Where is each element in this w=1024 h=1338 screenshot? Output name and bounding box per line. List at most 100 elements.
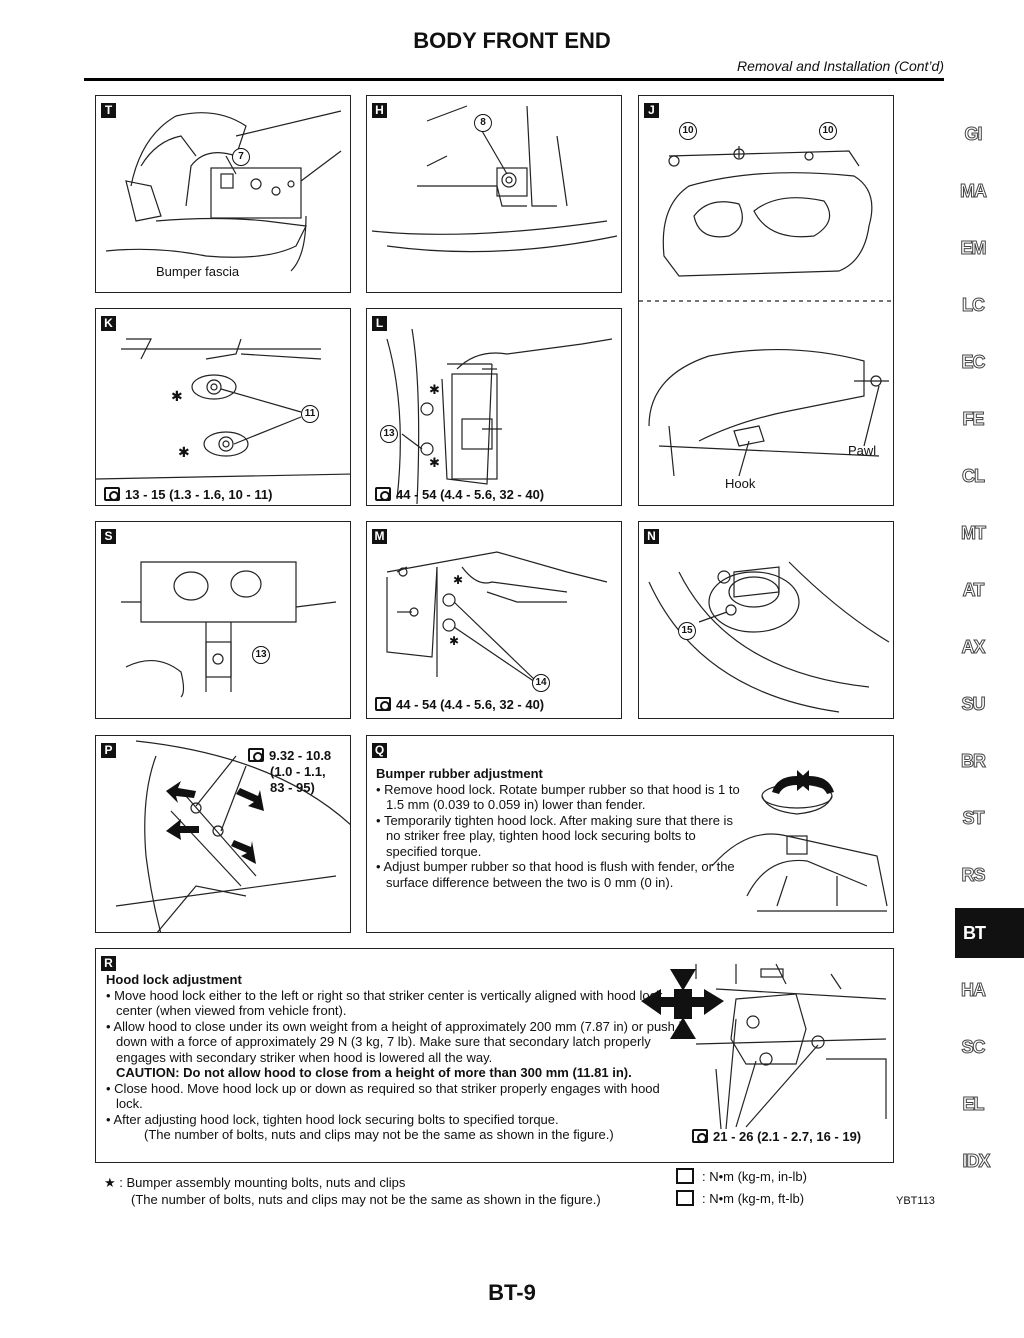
panel-letter: T bbox=[101, 103, 116, 118]
mounting-bracket-illustration: ✱✱ bbox=[386, 551, 608, 683]
sidebar-item-lc[interactable]: LC bbox=[962, 295, 986, 316]
instruction-item: Temporarily tighten hood lock. After mak… bbox=[376, 813, 746, 860]
torque-spec: 44 - 54 (4.4 - 5.6, 32 - 40) bbox=[375, 697, 544, 712]
sidebar-item-st[interactable]: ST bbox=[962, 808, 985, 829]
panel-n: N 15 bbox=[638, 521, 894, 719]
section-heading: Bumper rubber adjustment bbox=[376, 766, 543, 781]
sidebar-item-at[interactable]: AT bbox=[962, 580, 985, 601]
bracket-illustration bbox=[371, 105, 618, 253]
panel-h: H 8 bbox=[366, 95, 622, 293]
sidebar-item-em[interactable]: EM bbox=[960, 238, 987, 259]
torque-wrench-icon bbox=[375, 697, 391, 711]
instruction-item: Adjust bumper rubber so that hood is flu… bbox=[376, 859, 746, 890]
callout-8: 8 bbox=[474, 114, 492, 132]
panel-letter: L bbox=[372, 316, 387, 331]
panel-j: J 10 10 Pawl Hook bbox=[638, 95, 894, 506]
section-heading: Hood lock adjustment bbox=[106, 972, 242, 987]
callout-13: 13 bbox=[252, 646, 270, 664]
sidebar-item-el[interactable]: EL bbox=[962, 1094, 985, 1115]
panel-letter: P bbox=[101, 743, 116, 758]
legend-in-lb: : N•m (kg-m, in-lb) bbox=[676, 1168, 807, 1184]
torque-wrench-icon bbox=[692, 1129, 708, 1143]
star-note: ★ : Bumper assembly mounting bolts, nuts… bbox=[104, 1175, 406, 1190]
callout-7: 7 bbox=[232, 148, 250, 166]
svg-text:✱: ✱ bbox=[449, 634, 459, 648]
callout-14: 14 bbox=[532, 674, 550, 692]
svg-text:✱: ✱ bbox=[178, 444, 190, 460]
sidebar-item-br[interactable]: BR bbox=[961, 751, 987, 772]
instruction-item: Close hood. Move hood lock up or down as… bbox=[106, 1081, 686, 1112]
panel-letter: S bbox=[101, 529, 116, 544]
caution-text: CAUTION: Do not allow hood to close from… bbox=[116, 1065, 632, 1080]
instruction-item: Allow hood to close under its own weight… bbox=[106, 1019, 686, 1066]
sidebar-item-su[interactable]: SU bbox=[961, 694, 986, 715]
callout-11: 11 bbox=[301, 405, 319, 423]
callout-10-right: 10 bbox=[819, 122, 837, 140]
hood-lock-illustration bbox=[641, 963, 887, 1130]
sidebar-item-idx[interactable]: IDX bbox=[962, 1151, 991, 1172]
panel-letter: R bbox=[101, 956, 116, 971]
torque-wrench-icon bbox=[375, 487, 391, 501]
note-text: (The number of bolts, nuts and clips may… bbox=[144, 1127, 614, 1142]
torque-wrench-icon bbox=[248, 748, 264, 762]
pawl-label: Pawl bbox=[848, 443, 877, 458]
panel-k: K ✱✱ 11 13 - 15 (1.3 - 1.6, 10 - 11) bbox=[95, 308, 351, 506]
headlamp-illustration bbox=[639, 146, 893, 477]
panel-p: P 9.32 - 10.8 (1.0 - 1.1, 83 - 95) bbox=[95, 735, 351, 933]
hood-lock-instructions: Hood lock adjustment Move hood lock eith… bbox=[106, 972, 686, 1143]
figure-code: YBT113 bbox=[896, 1195, 935, 1207]
sidebar-item-cl[interactable]: CL bbox=[962, 466, 986, 487]
bumper-rubber-instructions: Bumper rubber adjustment Remove hood loc… bbox=[376, 766, 746, 890]
bumper-rubber-rotate-illustration bbox=[711, 770, 888, 912]
sidebar-item-ax[interactable]: AX bbox=[961, 637, 986, 658]
radiator-support-illustration bbox=[121, 561, 337, 698]
clip-illustration: ✱✱ bbox=[96, 338, 350, 480]
bumper-rubber-illustration bbox=[115, 740, 350, 932]
sidebar-item-ha[interactable]: HA bbox=[961, 980, 987, 1001]
sidebar-item-bt[interactable]: BT bbox=[955, 908, 1024, 958]
page-subtitle: Removal and Installation (Cont’d) bbox=[737, 58, 944, 74]
torque-wrench-icon bbox=[676, 1168, 694, 1184]
panel-letter: N bbox=[644, 529, 659, 544]
sidebar-item-rs[interactable]: RS bbox=[961, 865, 986, 886]
instruction-item: After adjusting hood lock, tighten hood … bbox=[106, 1112, 686, 1128]
bumper-fascia-illustration bbox=[105, 110, 342, 272]
panel-l: L ✱ ✱ 13 44 - 54 (4.4 - 5.6, 32 - 40) bbox=[366, 308, 622, 506]
panel-s: S 13 bbox=[95, 521, 351, 719]
instruction-item: Move hood lock either to the left or rig… bbox=[106, 988, 686, 1019]
legend-ft-lb: : N•m (kg-m, ft-lb) bbox=[676, 1190, 804, 1206]
sidebar-item-ma[interactable]: MA bbox=[960, 181, 988, 202]
hook-label: Hook bbox=[725, 476, 756, 491]
torque-spec: 21 - 26 (2.1 - 2.7, 16 - 19) bbox=[692, 1129, 861, 1144]
sidebar-item-gi[interactable]: GI bbox=[964, 124, 983, 145]
panel-m: M ✱✱ 14 44 - 54 (4.4 - 5.6, 32 - 40) bbox=[366, 521, 622, 719]
panel-letter: M bbox=[372, 529, 387, 544]
panel-letter: J bbox=[644, 103, 659, 118]
sidebar-item-mt[interactable]: MT bbox=[961, 523, 987, 544]
svg-text:✱: ✱ bbox=[171, 388, 183, 404]
panel-letter: K bbox=[101, 316, 116, 331]
callout-13: 13 bbox=[380, 425, 398, 443]
panel-letter: Q bbox=[372, 743, 387, 758]
panel-letter: H bbox=[372, 103, 387, 118]
sidebar-item-fe[interactable]: FE bbox=[962, 409, 985, 430]
torque-spec: 44 - 54 (4.4 - 5.6, 32 - 40) bbox=[375, 487, 544, 502]
horn-illustration bbox=[648, 561, 890, 713]
bumper-fascia-label: Bumper fascia bbox=[156, 264, 240, 279]
callout-15: 15 bbox=[678, 622, 696, 640]
panel-r: R Hood lock adjustment Move hood lock ei… bbox=[95, 948, 894, 1163]
panel-q: Q Bumper rubber adjustment Remove hood l… bbox=[366, 735, 894, 933]
page-title: BODY FRONT END bbox=[413, 28, 611, 53]
star-note-detail: (The number of bolts, nuts and clips may… bbox=[131, 1192, 601, 1207]
svg-text:✱: ✱ bbox=[429, 455, 440, 470]
callout-10-left: 10 bbox=[679, 122, 697, 140]
page-number: BT-9 bbox=[488, 1280, 536, 1305]
header-rule bbox=[84, 78, 944, 81]
sidebar-item-ec[interactable]: EC bbox=[961, 352, 986, 373]
svg-text:✱: ✱ bbox=[453, 573, 463, 587]
panel-t: T 7 Bumper fascia bbox=[95, 95, 351, 293]
sidebar-item-sc[interactable]: SC bbox=[961, 1037, 986, 1058]
svg-text:✱: ✱ bbox=[429, 382, 440, 397]
torque-spec: 9.32 - 10.8 (1.0 - 1.1, 83 - 95) bbox=[248, 748, 331, 796]
instruction-item: Remove hood lock. Rotate bumper rubber s… bbox=[376, 782, 746, 813]
